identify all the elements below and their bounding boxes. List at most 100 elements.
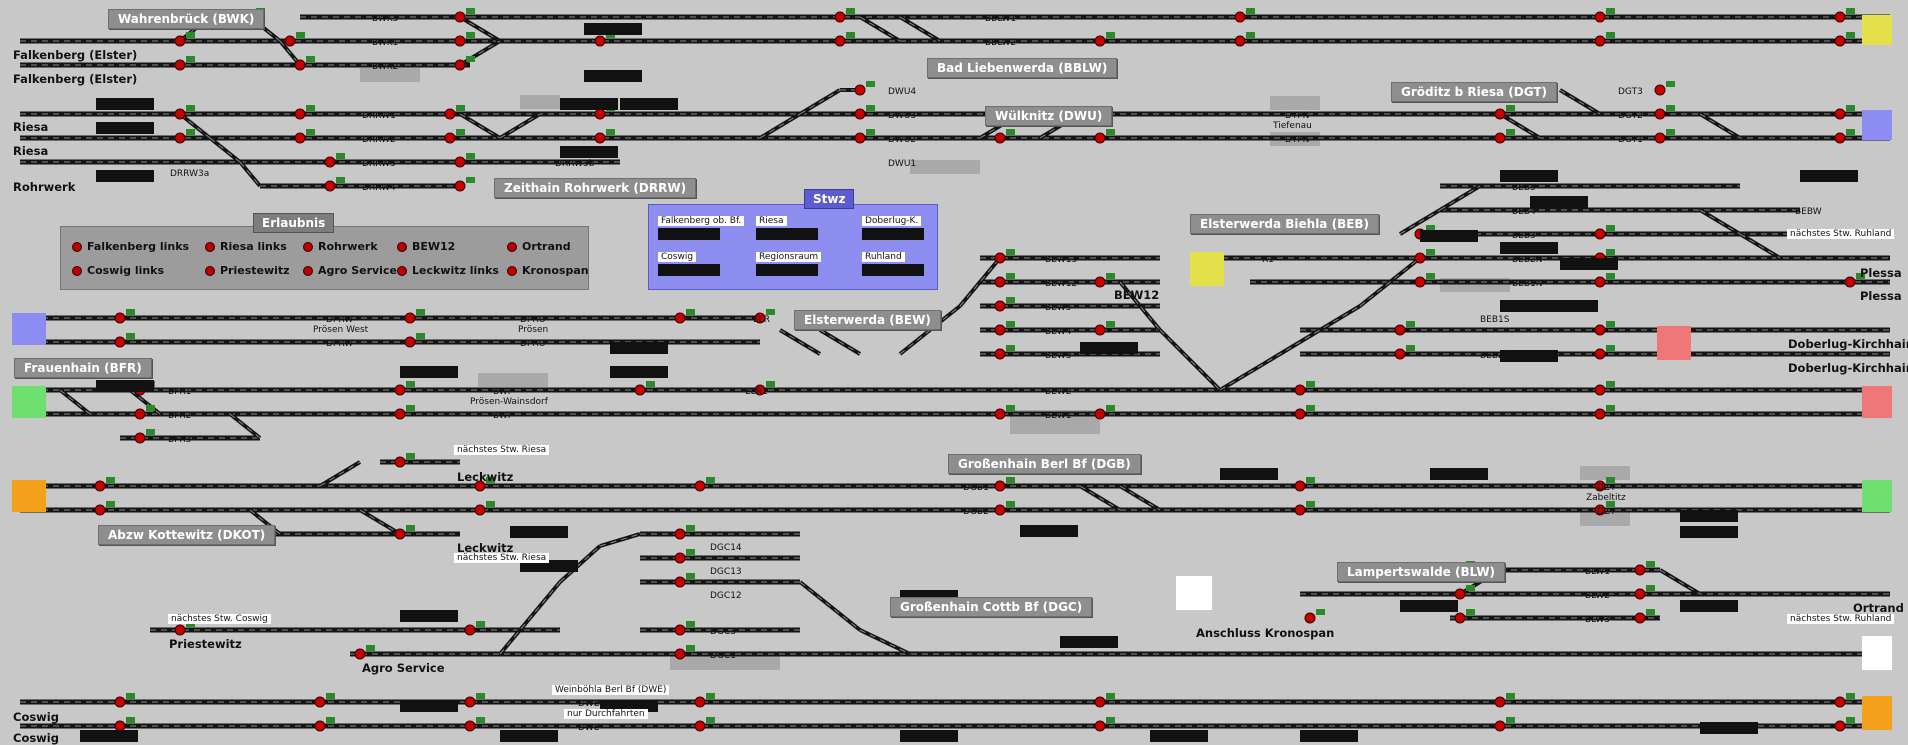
endpoint-box-yellow-top-right[interactable] — [1862, 15, 1892, 45]
permission-riesa-links[interactable]: Riesa links — [205, 240, 287, 253]
signal-icon[interactable] — [174, 624, 186, 636]
stwz-coswig[interactable]: Coswig — [658, 252, 720, 276]
track-segment[interactable] — [178, 112, 212, 140]
endpoint-box-orange-right[interactable] — [1862, 696, 1892, 730]
signal-icon[interactable] — [134, 408, 146, 420]
signal-icon[interactable] — [1294, 384, 1306, 396]
signal-icon[interactable] — [994, 504, 1006, 516]
endpoint-box-white-right[interactable] — [1862, 636, 1892, 670]
signal-icon[interactable] — [404, 336, 416, 348]
signal-icon[interactable] — [1234, 11, 1246, 23]
signal-icon[interactable] — [1834, 132, 1846, 144]
signal-icon[interactable] — [394, 456, 406, 468]
signal-icon[interactable] — [174, 35, 186, 47]
signal-icon[interactable] — [754, 312, 766, 324]
signal-icon[interactable] — [1634, 612, 1646, 624]
signal-icon[interactable] — [994, 324, 1006, 336]
signal-icon[interactable] — [1844, 276, 1856, 288]
signal-icon[interactable] — [1294, 408, 1306, 420]
signal-icon[interactable] — [1494, 696, 1506, 708]
permission-coswig-links[interactable]: Coswig links — [72, 264, 164, 277]
signal-icon[interactable] — [674, 576, 686, 588]
signal-icon[interactable] — [1594, 324, 1606, 336]
signal-icon[interactable] — [294, 59, 306, 71]
signal-icon[interactable] — [694, 696, 706, 708]
signal-icon[interactable] — [994, 252, 1006, 264]
signal-icon[interactable] — [1414, 252, 1426, 264]
signal-icon[interactable] — [1294, 504, 1306, 516]
signal-icon[interactable] — [94, 504, 106, 516]
signal-icon[interactable] — [754, 384, 766, 396]
signal-icon[interactable] — [1594, 348, 1606, 360]
signal-icon[interactable] — [1094, 408, 1106, 420]
signal-icon[interactable] — [1834, 108, 1846, 120]
signal-icon[interactable] — [1594, 408, 1606, 420]
signal-icon[interactable] — [324, 156, 336, 168]
permission-falkenberg-links[interactable]: Falkenberg links — [72, 240, 189, 253]
signal-icon[interactable] — [1304, 612, 1316, 624]
signal-icon[interactable] — [1634, 564, 1646, 576]
track-segment[interactable] — [228, 412, 262, 440]
signal-icon[interactable] — [1494, 132, 1506, 144]
signal-icon[interactable] — [674, 624, 686, 636]
permission-agro-service[interactable]: Agro Service — [303, 264, 397, 277]
signal-icon[interactable] — [464, 720, 476, 732]
signal-icon[interactable] — [474, 504, 486, 516]
stwz-riesa[interactable]: Riesa — [756, 216, 818, 240]
signal-icon[interactable] — [1594, 228, 1606, 240]
track-segment[interactable] — [58, 388, 92, 416]
signal-icon[interactable] — [1594, 11, 1606, 23]
signal-icon[interactable] — [834, 11, 846, 23]
signal-icon[interactable] — [694, 720, 706, 732]
endpoint-box-orange-left[interactable] — [12, 480, 46, 512]
signal-icon[interactable] — [1234, 35, 1246, 47]
track-segment[interactable] — [958, 256, 1002, 308]
signal-icon[interactable] — [1834, 696, 1846, 708]
signal-icon[interactable] — [354, 648, 366, 660]
signal-icon[interactable] — [994, 132, 1006, 144]
signal-icon[interactable] — [314, 720, 326, 732]
signal-icon[interactable] — [1094, 696, 1106, 708]
track-segment[interactable] — [1118, 280, 1162, 332]
signal-icon[interactable] — [854, 132, 866, 144]
signal-icon[interactable] — [854, 108, 866, 120]
signal-icon[interactable] — [1594, 480, 1606, 492]
endpoint-box-blue-right[interactable] — [1862, 110, 1892, 140]
signal-icon[interactable] — [454, 180, 466, 192]
signal-icon[interactable] — [1094, 132, 1106, 144]
signal-icon[interactable] — [394, 528, 406, 540]
signal-icon[interactable] — [1394, 324, 1406, 336]
signal-icon[interactable] — [1654, 108, 1666, 120]
signal-icon[interactable] — [1454, 588, 1466, 600]
endpoint-box-red-right[interactable] — [1862, 386, 1892, 418]
signal-icon[interactable] — [634, 384, 646, 396]
signal-icon[interactable] — [1594, 384, 1606, 396]
signal-icon[interactable] — [324, 180, 336, 192]
signal-icon[interactable] — [294, 132, 306, 144]
permission-rohrwerk[interactable]: Rohrwerk — [303, 240, 378, 253]
signal-icon[interactable] — [1654, 84, 1666, 96]
signal-icon[interactable] — [994, 300, 1006, 312]
endpoint-box-white-kronospan[interactable] — [1176, 576, 1212, 610]
signal-icon[interactable] — [994, 480, 1006, 492]
signal-icon[interactable] — [1594, 276, 1606, 288]
signal-icon[interactable] — [444, 108, 456, 120]
signal-icon[interactable] — [674, 312, 686, 324]
signal-icon[interactable] — [674, 648, 686, 660]
signal-icon[interactable] — [134, 432, 146, 444]
signal-icon[interactable] — [444, 132, 456, 144]
signal-icon[interactable] — [1414, 276, 1426, 288]
signal-icon[interactable] — [174, 108, 186, 120]
permission-leckwitz-links[interactable]: Leckwitz links — [397, 264, 499, 277]
signal-icon[interactable] — [454, 35, 466, 47]
signal-icon[interactable] — [1494, 108, 1506, 120]
signal-icon[interactable] — [474, 480, 486, 492]
signal-icon[interactable] — [674, 552, 686, 564]
signal-icon[interactable] — [1094, 324, 1106, 336]
signal-icon[interactable] — [594, 132, 606, 144]
signal-icon[interactable] — [694, 480, 706, 492]
permission-ortrand[interactable]: Ortrand — [507, 240, 571, 253]
signal-icon[interactable] — [454, 11, 466, 23]
signal-icon[interactable] — [174, 59, 186, 71]
signal-icon[interactable] — [404, 312, 416, 324]
